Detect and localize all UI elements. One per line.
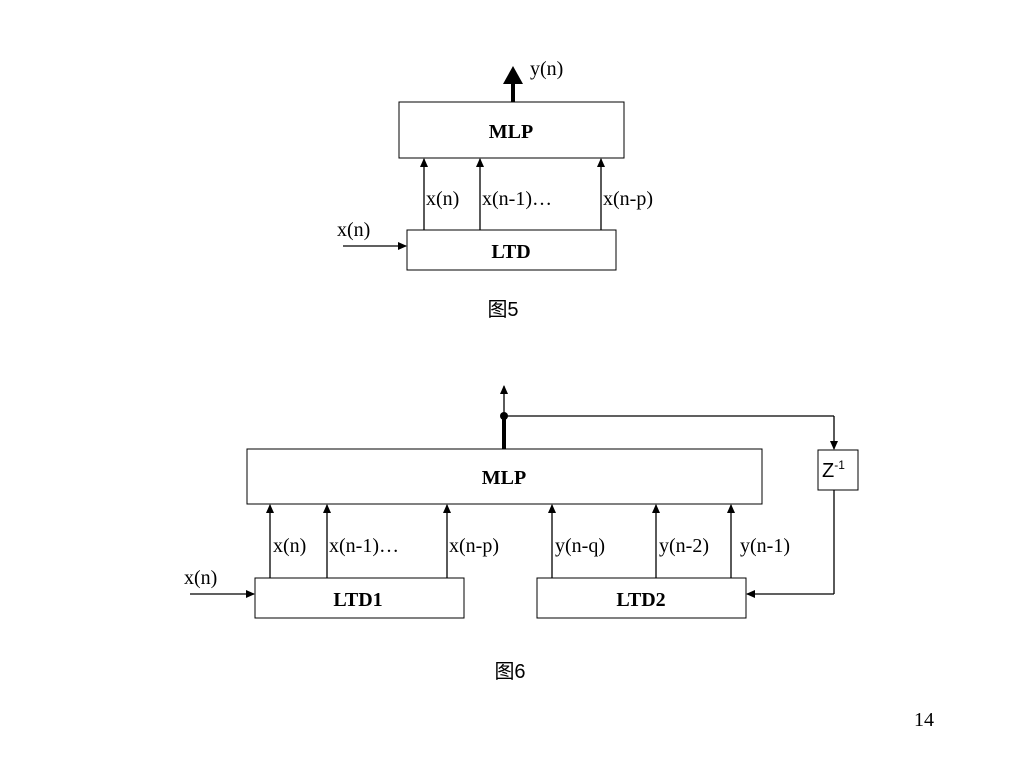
fig6-x-tap-label-1: x(n) (273, 535, 306, 557)
fig6-delay-label: Z-1 (822, 458, 845, 482)
fig6-ltd2-box (536, 577, 747, 619)
fig5-mlp-label: MLP (489, 121, 533, 143)
page-number: 14 (914, 709, 934, 731)
fig5-tap-label-2: x(n-1)… (482, 188, 552, 210)
fig5-mlp-box (398, 101, 625, 159)
fig6-delay-exp: -1 (834, 458, 845, 472)
fig6-mlp-label: MLP (482, 467, 526, 489)
fig5-tap-label-1: x(n) (426, 188, 459, 210)
fig6-ltd1-label: LTD1 (333, 589, 382, 611)
fig5-tap-label-3: x(n-p) (603, 188, 653, 210)
fig5-input-label: x(n) (337, 219, 370, 241)
figure5-diagram: y(n) MLP x(n) x(n-1)… x(n-p) LTD x(n) 图5 (337, 58, 653, 321)
fig5-ltd-label: LTD (491, 241, 530, 263)
fig6-delay-box (817, 449, 859, 491)
fig6-y-tap-label-3: y(n-1) (740, 535, 790, 557)
figure6-diagram: Z-1 MLP x(n) x(n-1)… x(n-p) y(n-q) y(n-2… (184, 385, 859, 683)
fig6-delay-base: Z (822, 460, 834, 482)
fig6-x-tap-label-2: x(n-1)… (329, 535, 399, 557)
fig6-input-label: x(n) (184, 567, 217, 589)
fig6-ltd2-label: LTD2 (616, 589, 665, 611)
fig5-caption: 图5 (487, 299, 518, 321)
fig6-y-tap-label-2: y(n-2) (659, 535, 709, 557)
fig5-ltd-box (406, 229, 617, 271)
fig6-ltd1-box (254, 577, 465, 619)
fig6-y-tap-label-1: y(n-q) (555, 535, 605, 557)
fig6-mlp-box (246, 448, 763, 505)
fig6-x-tap-label-3: x(n-p) (449, 535, 499, 557)
fig5-output-label: y(n) (530, 58, 563, 80)
fig6-caption: 图6 (494, 661, 525, 683)
